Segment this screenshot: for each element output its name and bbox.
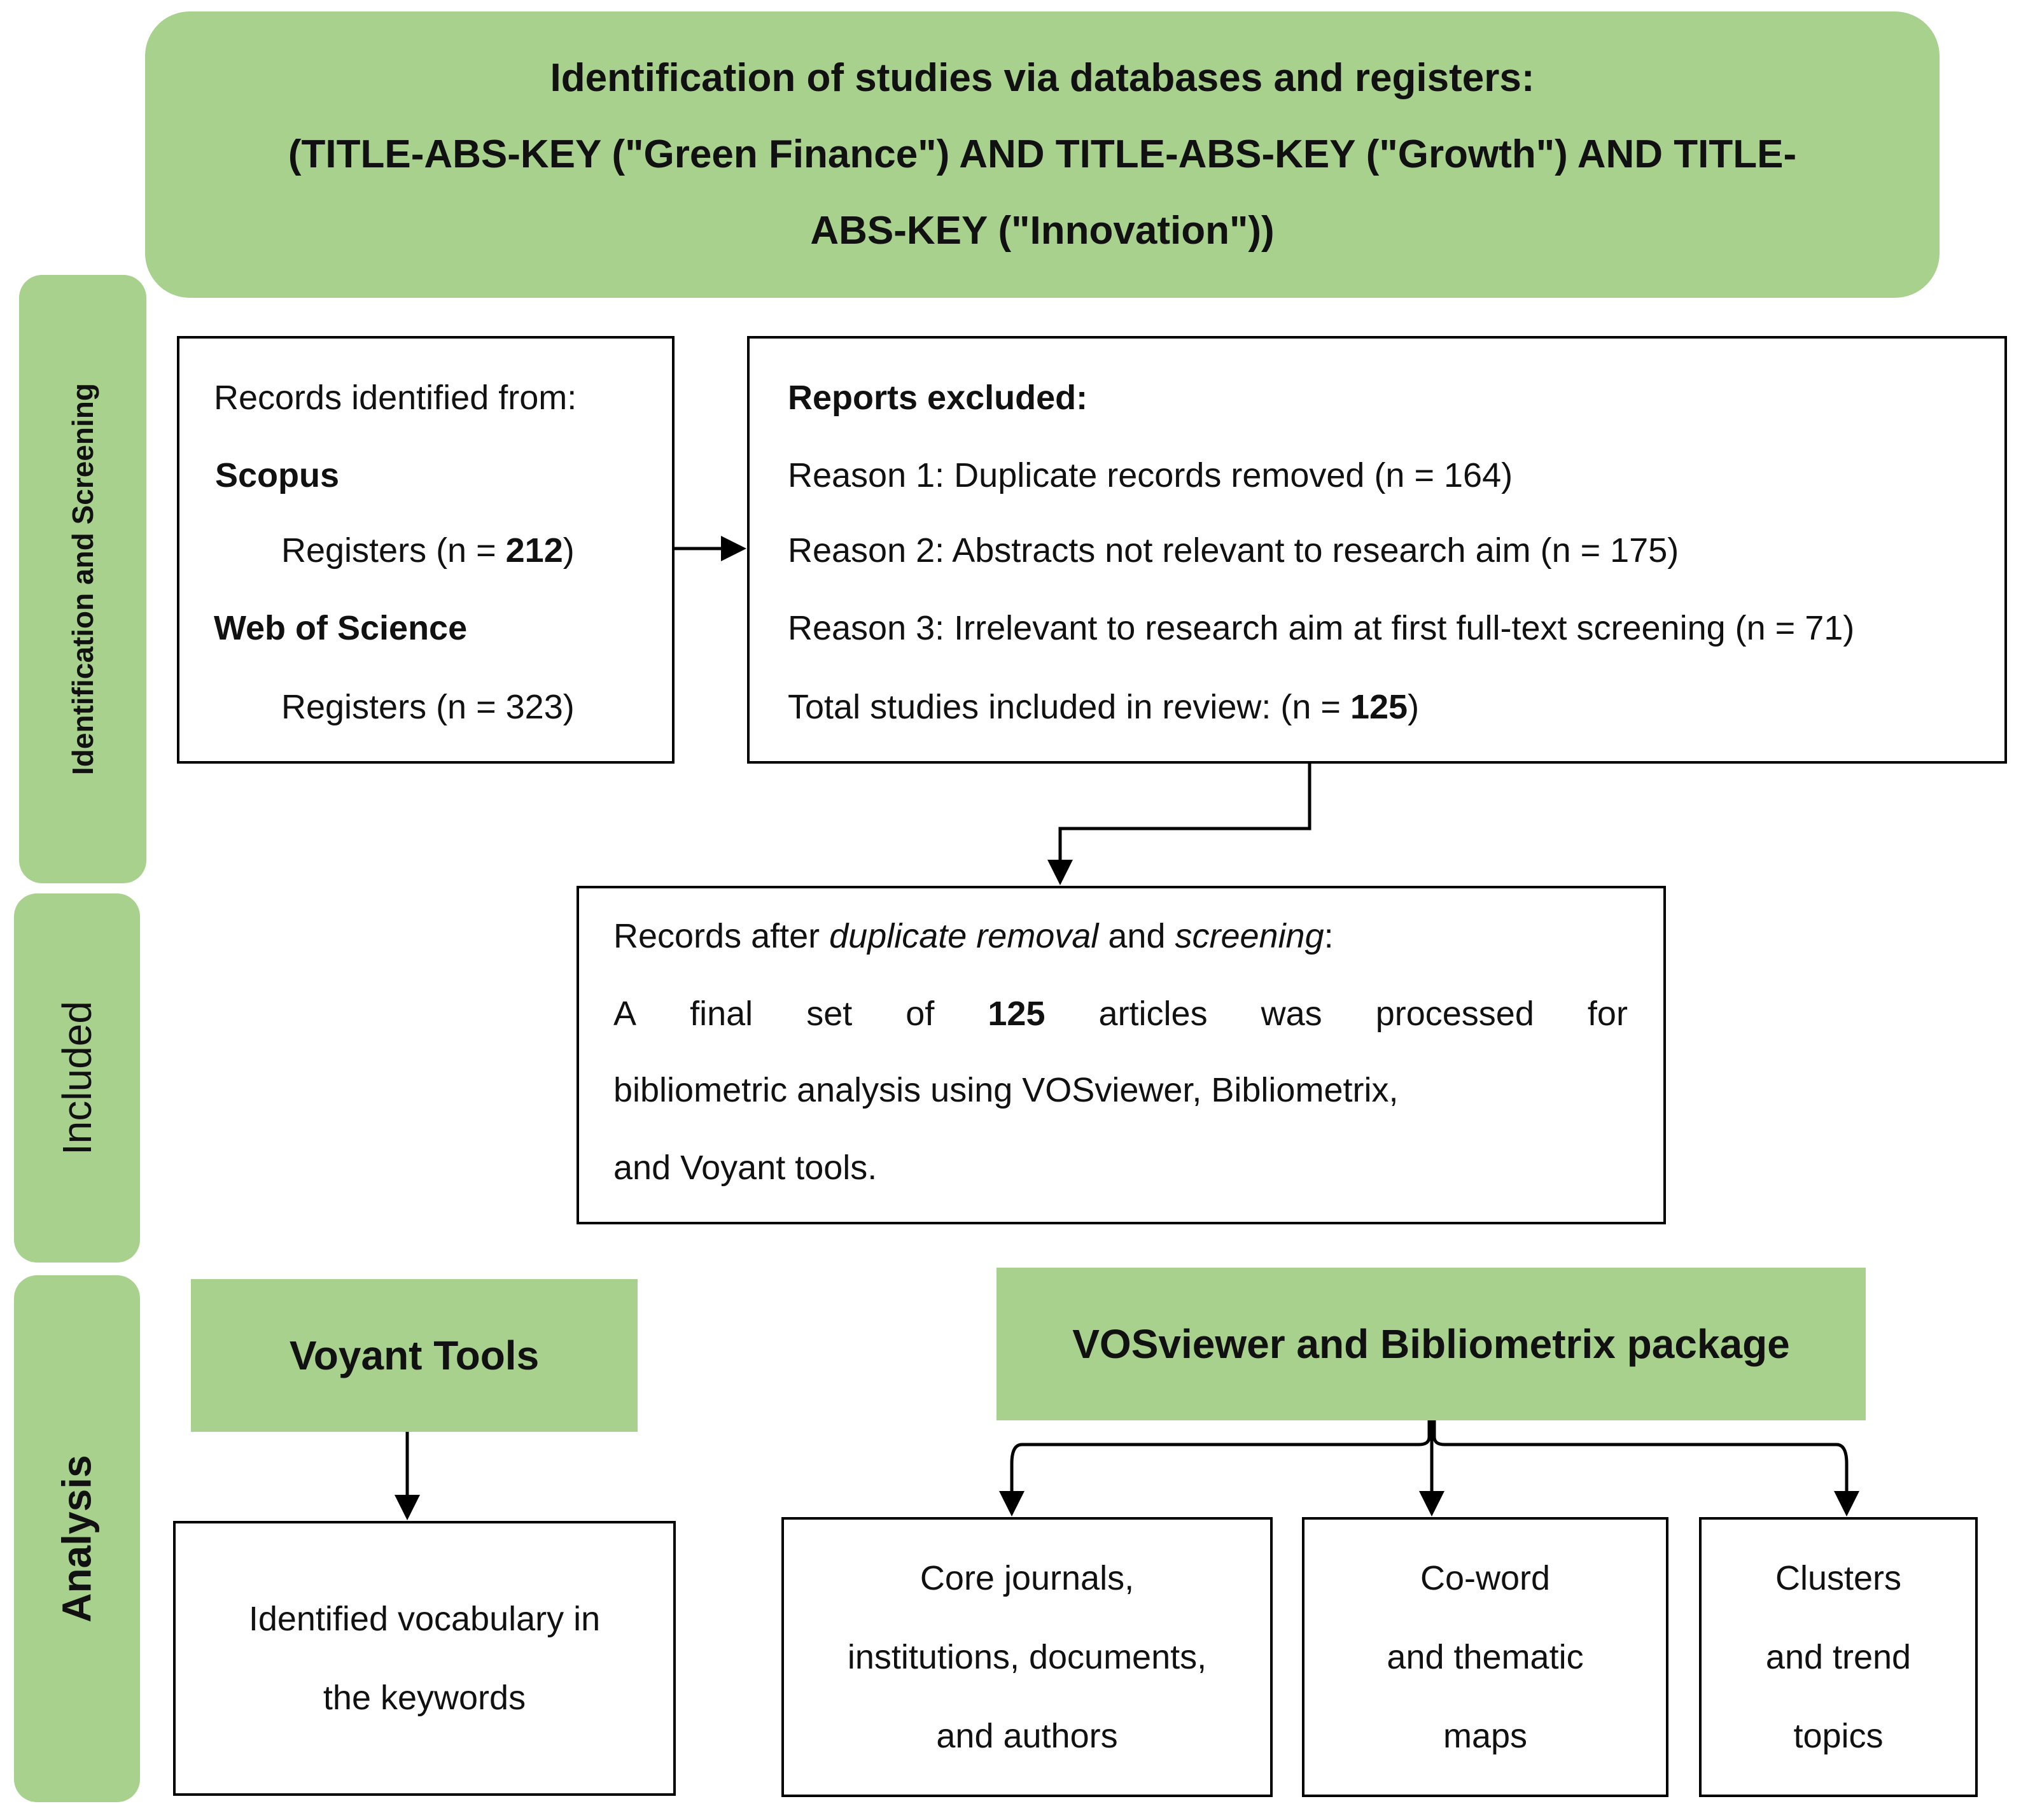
excluded-reason-2: Reason 2: Abstracts not relevant to rese… bbox=[788, 531, 1679, 570]
voyant-output-line-2: the keywords bbox=[323, 1679, 526, 1717]
banner-query-line-1: (TITLE-ABS-KEY ("Green Finance") AND TIT… bbox=[288, 132, 1797, 176]
final-word-set: set bbox=[806, 995, 853, 1033]
excluded-total: Total studies included in review: (n = 1… bbox=[788, 687, 1419, 727]
scopus-count: 212 bbox=[505, 531, 563, 570]
final-heading: Records after duplicate removal and scre… bbox=[613, 916, 1334, 956]
output-clusters-text: Clusters and trend topics bbox=[1699, 1517, 1978, 1797]
output-coword-text: Co-word and thematic maps bbox=[1302, 1517, 1668, 1797]
scopus-registers: Registers (n = 212) bbox=[281, 531, 575, 570]
voyant-tools-header: Voyant Tools bbox=[191, 1279, 638, 1432]
final-word-a: A bbox=[613, 995, 637, 1033]
core-journals-line-3: and authors bbox=[936, 1717, 1118, 1755]
core-journals-line-2: institutions, documents, bbox=[847, 1638, 1207, 1676]
output-clusters-box bbox=[1699, 1517, 1978, 1797]
final-prefix: Records after bbox=[613, 917, 830, 955]
final-line-4: and Voyant tools. bbox=[613, 1149, 878, 1187]
core-journals-line-1: Core journals, bbox=[920, 1559, 1135, 1597]
final-line-justified: A final set of 125 articles was processe… bbox=[613, 994, 1628, 1033]
final-article-count: 125 bbox=[988, 995, 1045, 1033]
clusters-line-3: topics bbox=[1793, 1717, 1884, 1755]
wos-registers: Registers (n = 323) bbox=[281, 688, 575, 726]
voyant-output-line-1: Identified vocabulary in bbox=[248, 1600, 601, 1638]
clusters-line-1: Clusters bbox=[1775, 1559, 1902, 1597]
voyant-output-text: Identified vocabulary in the keywords bbox=[173, 1521, 676, 1796]
total-count: 125 bbox=[1350, 688, 1408, 726]
final-word-for: for bbox=[1587, 995, 1628, 1033]
final-italic-screening: screening bbox=[1175, 917, 1324, 955]
voyant-output-box bbox=[173, 1521, 676, 1796]
coword-line-1: Co-word bbox=[1420, 1559, 1551, 1597]
coword-line-3: maps bbox=[1443, 1717, 1528, 1755]
total-suffix: ) bbox=[1408, 688, 1420, 726]
phase-analysis: Analysis bbox=[14, 1275, 140, 1802]
excluded-reason-1: Reason 1: Duplicate records removed (n =… bbox=[788, 456, 1513, 494]
output-coword-box bbox=[1302, 1517, 1668, 1797]
final-italic-duplicate: duplicate removal bbox=[829, 917, 1099, 955]
source-scopus: Scopus bbox=[215, 456, 340, 494]
final-word-processed: processed bbox=[1375, 995, 1534, 1033]
output-core-journals-text: Core journals, institutions, documents, … bbox=[781, 1517, 1273, 1797]
registers-label: Registers (n = bbox=[281, 531, 506, 570]
final-middle: and bbox=[1098, 917, 1175, 955]
final-colon: : bbox=[1324, 917, 1334, 955]
source-web-of-science: Web of Science bbox=[214, 609, 468, 647]
final-line-3: bibliometric analysis using VOSviewer, B… bbox=[613, 1071, 1399, 1109]
registers-close: ) bbox=[563, 531, 575, 570]
excluded-heading: Reports excluded: bbox=[788, 379, 1088, 417]
output-core-journals-box bbox=[781, 1517, 1273, 1797]
clusters-line-2: and trend bbox=[1765, 1638, 1912, 1676]
arrow-excluded-to-final bbox=[1047, 764, 1311, 885]
total-prefix: Total studies included in review: (n = bbox=[788, 688, 1350, 726]
banner-title: Identification of studies via databases … bbox=[550, 56, 1535, 100]
coword-line-2: and thematic bbox=[1387, 1638, 1584, 1676]
vos-branch-line bbox=[999, 1420, 1431, 1516]
records-identified-box: Records identified from: Scopus Register… bbox=[177, 336, 675, 764]
final-word-was: was bbox=[1261, 995, 1322, 1033]
vos-branch-right bbox=[1432, 1420, 1859, 1516]
final-word-of: of bbox=[906, 995, 935, 1033]
records-heading: Records identified from: bbox=[214, 379, 577, 417]
vosviewer-bibliometrix-header: VOSviewer and Bibliometrix package bbox=[997, 1268, 1866, 1420]
banner-query-line-2: ABS-KEY ("Innovation")) bbox=[810, 209, 1275, 253]
final-word-final: final bbox=[690, 995, 753, 1033]
excluded-reason-3: Reason 3: Irrelevant to research aim at … bbox=[788, 609, 1855, 647]
final-word-articles: articles bbox=[1098, 995, 1208, 1033]
phase-identification-screening: Identification and Screening bbox=[19, 275, 146, 883]
final-records-box: Records after duplicate removal and scre… bbox=[577, 886, 1666, 1224]
search-query-banner: Identification of studies via databases … bbox=[145, 11, 1940, 298]
phase-included: Included bbox=[14, 893, 140, 1263]
reports-excluded-box: Reports excluded: Reason 1: Duplicate re… bbox=[747, 336, 2007, 764]
